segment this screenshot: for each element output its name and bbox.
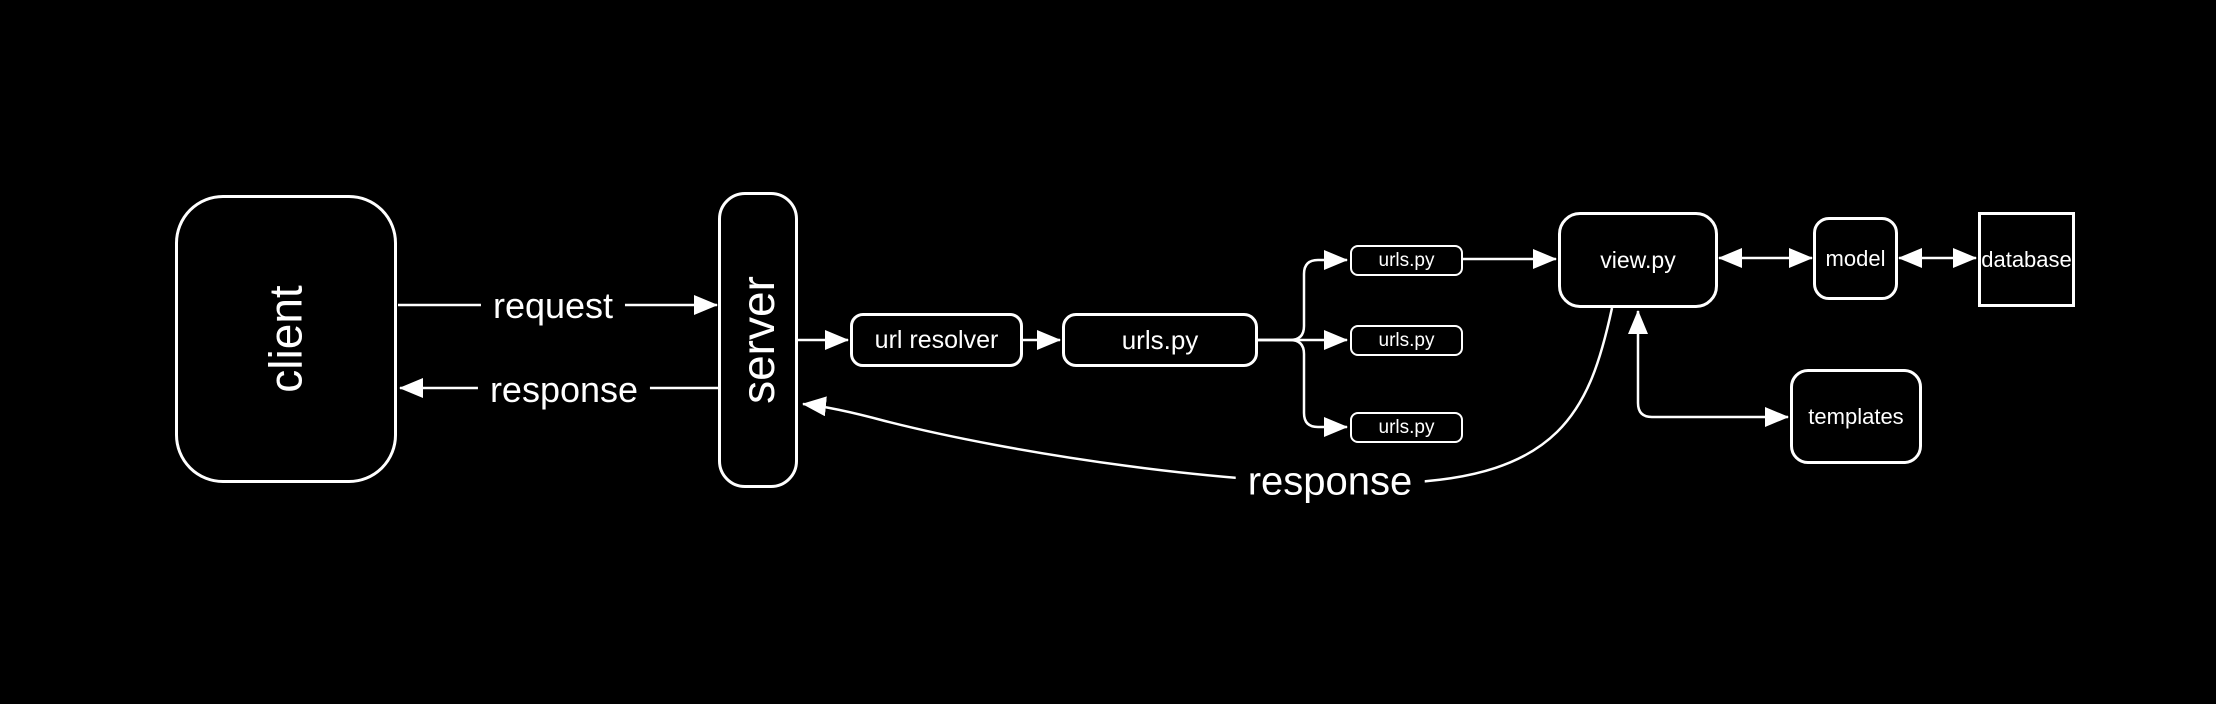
urls-branch-bottom-arrow — [1258, 338, 1348, 437]
view-templates-arrow — [1628, 310, 1789, 427]
node-database-label: database — [1981, 246, 2072, 272]
node-urls-main-label: urls.py — [1121, 324, 1199, 355]
response-edge-label: response — [477, 367, 651, 413]
node-view-py: view.py — [1558, 212, 1718, 308]
node-client-label: client — [259, 285, 312, 393]
node-server: server — [718, 192, 798, 488]
node-urls-app3-label: urls.py — [1378, 416, 1435, 438]
request-edge-label: request — [480, 283, 626, 329]
node-templates: templates — [1790, 369, 1922, 464]
node-urls-main: urls.py — [1062, 313, 1258, 367]
view-response-edge-label: response — [1235, 457, 1425, 507]
node-urls-app2: urls.py — [1350, 325, 1463, 356]
node-url-resolver: url resolver — [850, 313, 1023, 367]
node-templates-label: templates — [1808, 403, 1904, 429]
node-view-py-label: view.py — [1600, 246, 1676, 273]
node-database: database — [1978, 212, 2075, 307]
node-urls-app3: urls.py — [1350, 412, 1463, 443]
urls-branch-top-arrow — [1258, 250, 1348, 342]
node-url-resolver-label: url resolver — [874, 325, 999, 354]
node-model: model — [1813, 217, 1898, 300]
node-server-label: server — [732, 276, 784, 404]
node-client: client — [175, 195, 397, 483]
node-urls-app2-label: urls.py — [1378, 329, 1435, 351]
node-model-label: model — [1825, 245, 1886, 271]
node-urls-app1-label: urls.py — [1378, 249, 1435, 271]
node-urls-app1: urls.py — [1350, 245, 1463, 276]
view-response-curve — [802, 307, 1614, 485]
